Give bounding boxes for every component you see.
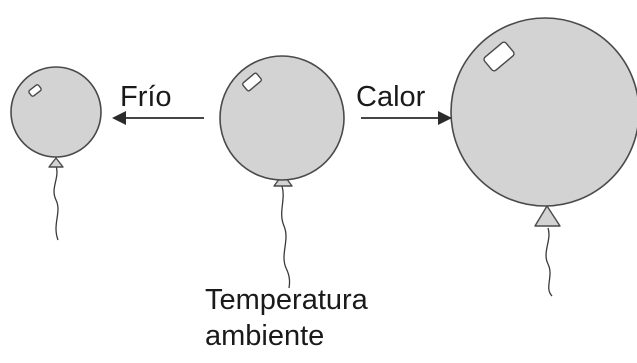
large-balloon [450, 17, 637, 297]
cold-label: Frío [120, 81, 172, 113]
large-balloon-string [545, 227, 553, 297]
heat-arrow-head-icon [438, 111, 452, 125]
medium-balloon-highlight [242, 72, 262, 92]
medium-balloon-string [281, 185, 291, 289]
cold-arrow-head-icon [112, 111, 126, 125]
heat-arrow [361, 111, 452, 125]
small-balloon [10, 66, 102, 241]
small-balloon-highlight [28, 84, 42, 97]
small-balloon-knot [48, 157, 64, 168]
room-temperature-label-line2: ambiente [205, 320, 324, 352]
small-balloon-string [53, 165, 59, 241]
large-balloon-body [450, 17, 637, 207]
large-balloon-highlight [483, 41, 515, 72]
room-temperature-label-line1: Temperatura [205, 284, 369, 316]
cold-arrow [112, 111, 204, 125]
medium-balloon-body [219, 55, 345, 181]
medium-balloon [219, 55, 345, 289]
large-balloon-knot [534, 205, 561, 227]
small-balloon-body [10, 66, 102, 158]
heat-label: Calor [356, 81, 426, 113]
